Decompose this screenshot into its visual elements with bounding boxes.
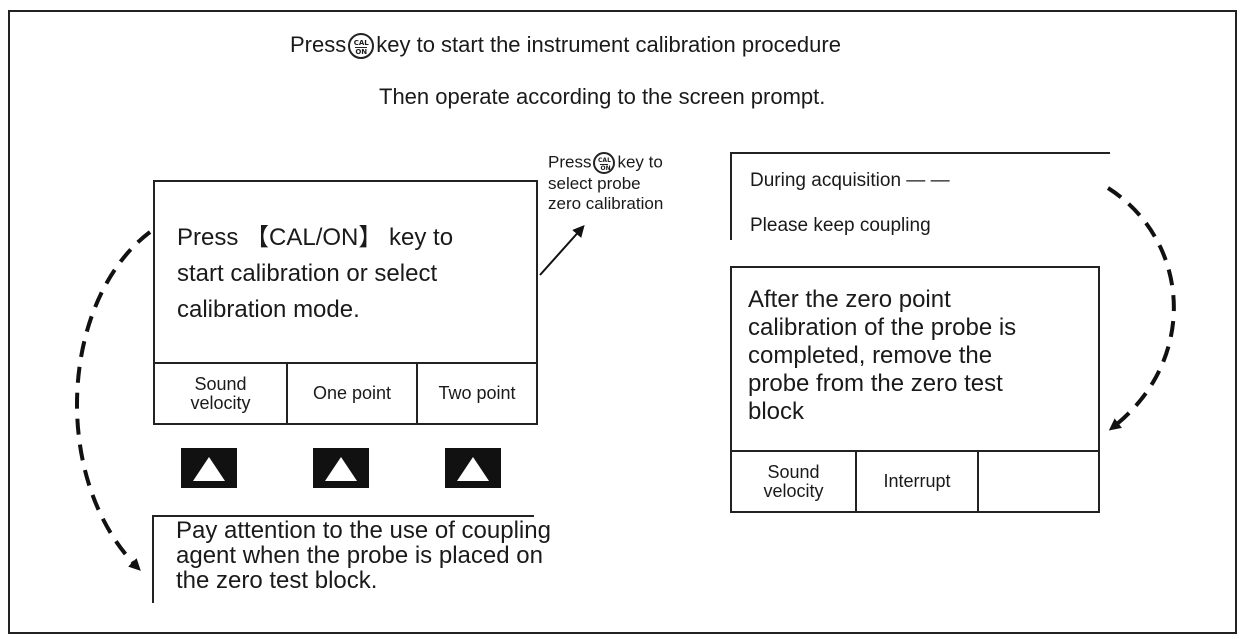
arrow-to-probe-zero-step xyxy=(539,225,585,276)
header-line-2: Then operate according to the screen pro… xyxy=(379,84,826,109)
screen2-message-line: completed, remove the xyxy=(748,342,993,369)
hardware-button-right[interactable] xyxy=(445,448,501,488)
acquisition-line-2: Please keep coupling xyxy=(750,215,931,236)
softkey-label: Sound xyxy=(194,373,247,394)
up-triangle-icon xyxy=(325,457,357,481)
screen1-message-line: Press 【CAL/ON】 key to xyxy=(177,224,454,251)
acquisition-bracket xyxy=(730,152,1110,240)
screen1-message: Press 【CAL/ON】 key to start calibration … xyxy=(177,220,453,328)
step-note-line: select probe xyxy=(548,174,641,193)
softkey-one-point[interactable]: One point xyxy=(286,364,416,423)
screen2-message: After the zero point calibration of the … xyxy=(748,286,1016,426)
screen2-message-line: block xyxy=(748,398,805,425)
zero-complete-screen: After the zero point calibration of the … xyxy=(730,266,1100,513)
step-note-line: zero calibration xyxy=(548,194,664,213)
cal-key-bottom-label: ON xyxy=(355,47,368,57)
coupling-note-bracket xyxy=(152,515,534,603)
coupling-note-line: the zero test block. xyxy=(176,567,378,594)
softkey-label: velocity xyxy=(763,480,824,501)
softkey-label: Sound xyxy=(767,461,820,482)
coupling-note-line: Pay attention to the use of coupling xyxy=(176,517,551,544)
softkey-two-point[interactable]: Two point xyxy=(416,364,536,423)
dashed-arrow-to-coupling-note xyxy=(75,230,152,571)
softkey-empty[interactable] xyxy=(977,452,1098,511)
up-triangle-icon xyxy=(457,457,489,481)
step-note-suffix: key to xyxy=(617,152,663,172)
hardware-button-middle[interactable] xyxy=(313,448,369,488)
cal-key-top-label: CAL xyxy=(353,39,369,48)
screen2-message-line: calibration of the probe is xyxy=(748,314,1017,341)
cal-key-top-label: CAL xyxy=(598,157,611,164)
softkey-interrupt[interactable]: Interrupt xyxy=(855,452,977,511)
header-prefix: Press xyxy=(290,32,347,57)
calibration-start-screen: Press 【CAL/ON】 key to start calibration … xyxy=(153,180,538,425)
softkey-label: One point xyxy=(312,383,392,403)
softkey-label: Two point xyxy=(438,383,516,403)
acquisition-line-1: During acquisition — — xyxy=(750,170,950,191)
hardware-button-left[interactable] xyxy=(181,448,237,488)
coupling-note-line: agent when the probe is placed on xyxy=(176,542,543,569)
step-note-prefix: Press xyxy=(548,152,592,172)
up-triangle-icon xyxy=(193,457,225,481)
coupling-note: Pay attention to the use of coupling age… xyxy=(176,518,551,593)
screen1-message-line: calibration mode. xyxy=(177,296,360,323)
diagram-frame xyxy=(8,10,1237,634)
header-suffix: key to start the instrument calibration … xyxy=(376,32,841,57)
screen2-message-line: After the zero point xyxy=(748,286,951,313)
dashed-arrow-to-zero-complete-screen xyxy=(1106,186,1176,431)
cal-key-bottom-label: ON xyxy=(600,164,611,172)
screen1-message-line: start calibration or select xyxy=(177,260,438,287)
screen2-message-line: probe from the zero test xyxy=(748,370,1003,397)
softkey-label: velocity xyxy=(190,392,251,413)
softkey-label: Interrupt xyxy=(883,471,951,491)
